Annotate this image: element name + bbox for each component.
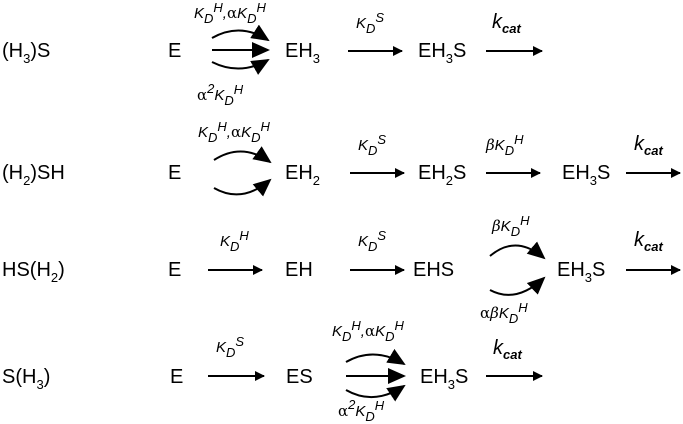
rate-constant-label: αβKDH: [480, 300, 528, 326]
species-ehs: EHS: [413, 259, 454, 281]
rate-constant-label: α2KDH: [197, 81, 244, 108]
rate-constant-label: KDS: [358, 228, 386, 254]
species-eh: EH: [285, 259, 313, 281]
rate-constant-label: KDH,αKDH: [198, 119, 271, 145]
species-eh2: EH2: [285, 162, 320, 188]
rate-constant-label: KDH: [220, 228, 249, 254]
binding-arrow: [345, 384, 406, 402]
rate-constant-label: KDH,αKDH: [332, 318, 405, 344]
rate-constant-label: KDS: [356, 10, 384, 36]
species-e: E: [170, 366, 183, 388]
species-e: E: [168, 259, 181, 281]
row-h3s: (H3)S E KDH,αKDH α2KDH EH3 KDS EH3S kcat: [2, 0, 543, 108]
species-eh3s: EH3S: [562, 162, 610, 188]
kcat-label: kcat: [493, 337, 522, 362]
species-e: E: [168, 40, 181, 62]
kcat-label: kcat: [634, 229, 663, 254]
row-label-h2sh: (H2)SH: [2, 162, 65, 188]
row-sh3: S(H3) E KDS ES KDH,αKDH α2KDH EH3S kcat: [2, 318, 543, 424]
row-h2sh: (H2)SH E KDH,αKDH EH2 KDS EH2S βKDH EH3S…: [2, 119, 681, 197]
row-label-h3s: (H3)S: [2, 40, 50, 66]
binding-arrow: [213, 146, 272, 164]
species-eh3: EH3: [285, 40, 320, 66]
binding-arrow: [213, 178, 272, 197]
kcat-label: kcat: [634, 133, 663, 158]
kcat-label: kcat: [492, 11, 521, 36]
rate-constant-label: βKDH: [485, 132, 524, 158]
binding-arrow: [211, 59, 270, 75]
species-eh3s: EH3S: [557, 259, 605, 285]
binding-arrow: [345, 348, 406, 366]
binding-arrow: [489, 241, 546, 260]
row-hsh2: HS(H2) E KDH EH KDS EHS βKDH αβKDH EH3S …: [2, 213, 681, 326]
rate-constant-label: KDH,αKDH: [194, 0, 267, 26]
rate-constant-label: α2KDH: [338, 397, 385, 424]
row-label-sh3: S(H3): [2, 366, 50, 392]
rate-constant-label: KDS: [358, 132, 386, 158]
species-eh3s: EH3S: [418, 40, 466, 66]
binding-arrow: [211, 24, 270, 42]
row-label-hsh2: HS(H2): [2, 259, 65, 285]
species-e: E: [168, 162, 181, 184]
species-eh2s: EH2S: [418, 162, 466, 188]
species-eh3s: EH3S: [420, 366, 468, 392]
binding-arrow: [489, 276, 546, 296]
rate-constant-label: βKDH: [491, 213, 530, 239]
species-es: ES: [286, 366, 313, 388]
rate-constant-label: KDS: [216, 334, 244, 360]
